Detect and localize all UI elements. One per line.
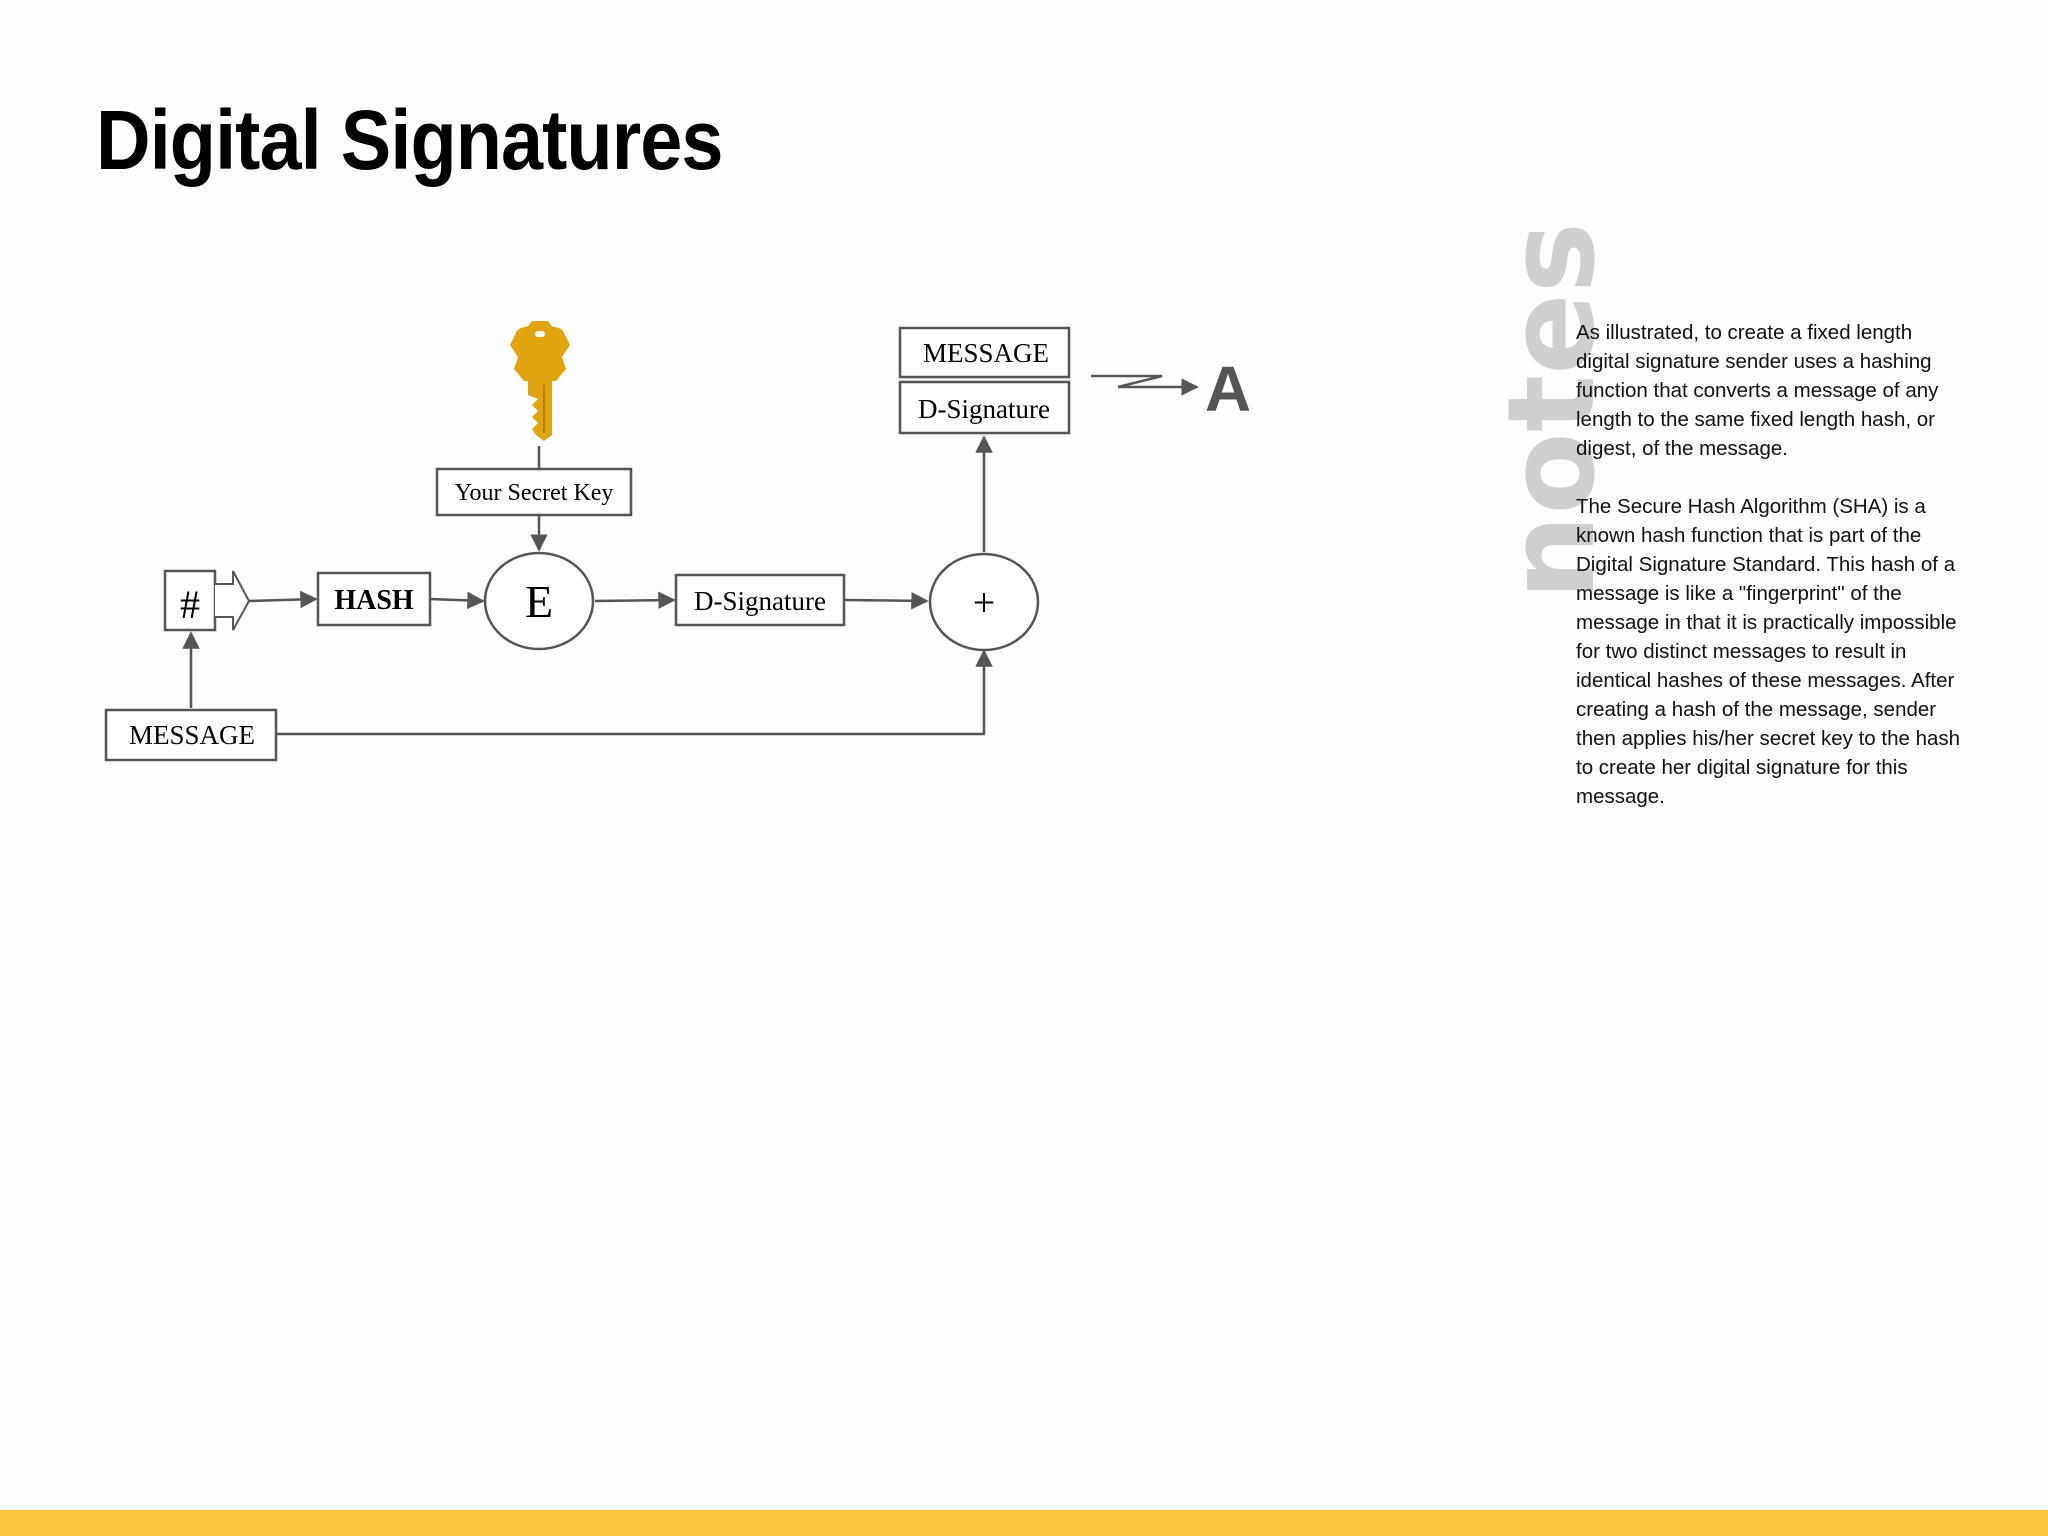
notes-paragraph: As illustrated, to create a fixed length…: [1576, 321, 1939, 460]
hash-symbol-text: #: [180, 582, 200, 627]
slide-title: Digital Signatures: [96, 93, 723, 187]
key-icon: [510, 321, 570, 441]
notes-body: As illustrated, to create a fixed length…: [1576, 318, 1971, 840]
hash-node: HASH: [316, 571, 432, 627]
bundle-signature-label: D-Signature: [918, 394, 1050, 424]
hash-symbol-node: #: [163, 569, 251, 632]
secret-key-node: Your Secret Key: [435, 467, 633, 517]
recipient-label: A: [1205, 353, 1251, 425]
combine-node: +: [928, 552, 1040, 652]
bundle-message-label: MESSAGE: [923, 338, 1049, 368]
arrow-hash-to-encrypt: [429, 591, 485, 610]
signature-node: D-Signature: [674, 573, 846, 627]
message-label: MESSAGE: [129, 720, 255, 750]
combine-label: +: [973, 580, 996, 625]
secret-key-label: Your Secret Key: [455, 480, 614, 506]
notes-paragraph: The Secure Hash Algorithm (SHA) is a kno…: [1576, 495, 1961, 808]
hash-label: HASH: [334, 585, 414, 616]
signed-message-bundle: MESSAGE D-Signature: [898, 326, 1071, 435]
connector-lines: [182, 374, 1199, 736]
signature-label: D-Signature: [694, 586, 826, 616]
encrypt-label: E: [525, 576, 553, 627]
footer-accent-bar: [0, 1510, 2048, 1536]
arrow-encrypt-to-signature: [594, 591, 676, 609]
message-node: MESSAGE: [104, 708, 278, 762]
arrow-message-to-combine: [276, 649, 993, 736]
arrow-hash-symbol-to-hash: [248, 590, 318, 609]
encrypt-node: E: [483, 551, 595, 651]
arrow-signature-to-combine: [844, 592, 929, 610]
arrow-send-to-recipient: [1091, 374, 1199, 396]
